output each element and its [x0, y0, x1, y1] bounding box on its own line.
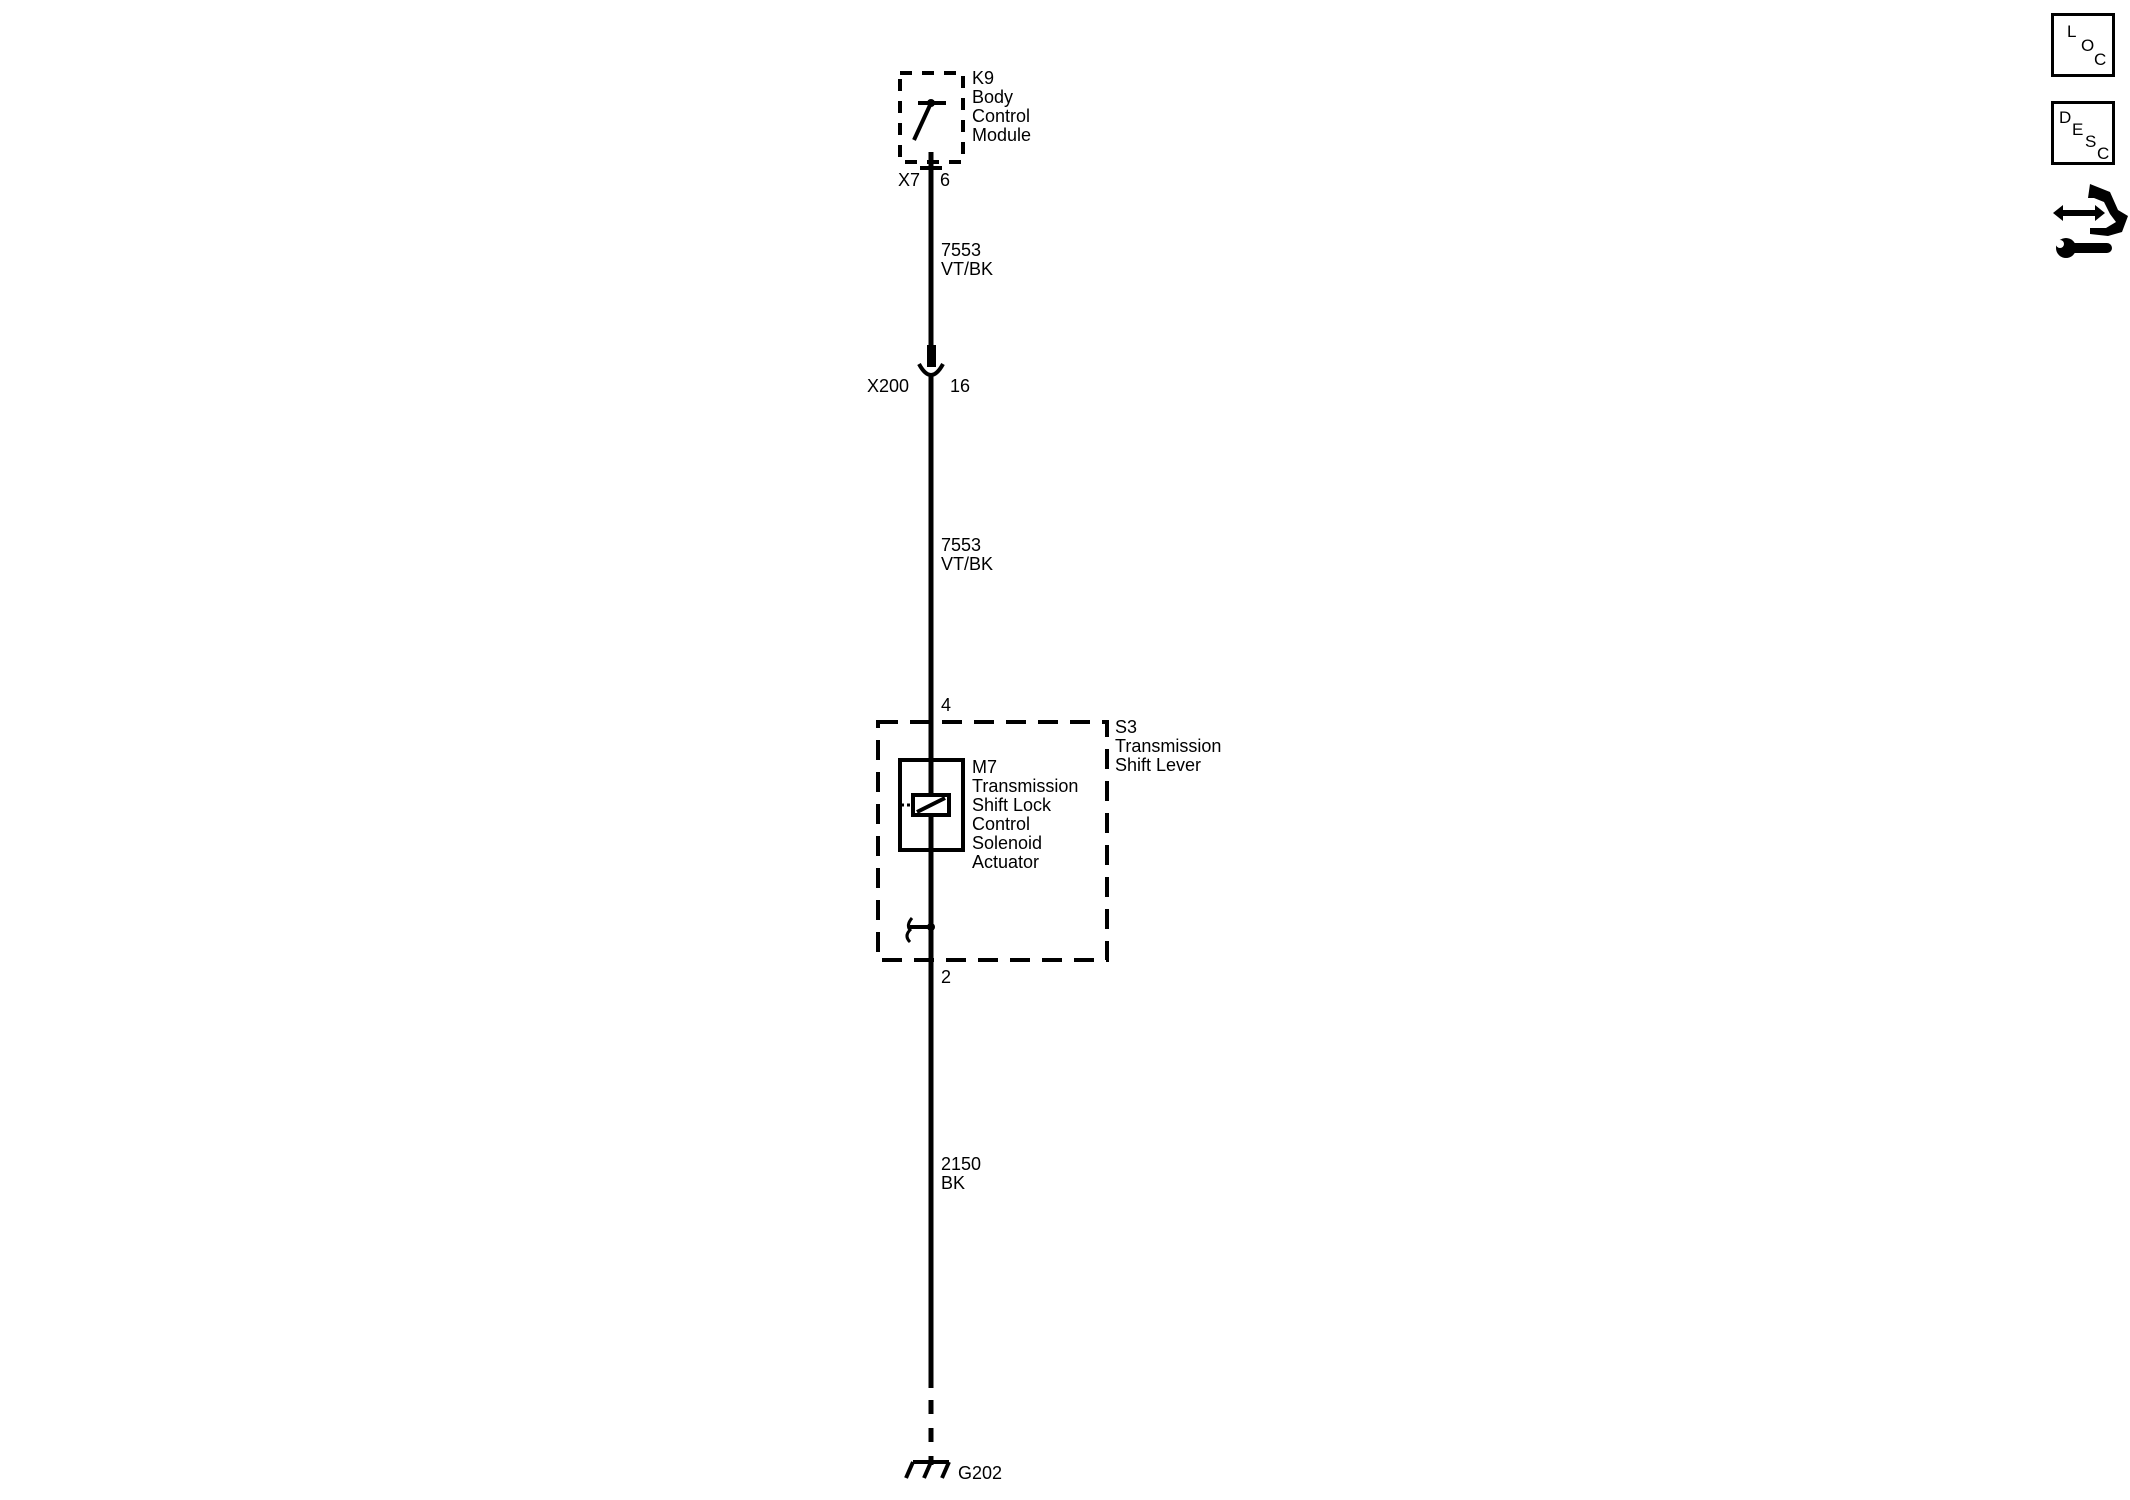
internal-splice-icon	[905, 917, 935, 944]
wire-3-color: BK	[941, 1173, 965, 1193]
wire-3-circuit: 2150	[941, 1154, 981, 1174]
loc-letter-c: C	[2094, 50, 2107, 69]
service-tool-icon[interactable]	[2050, 180, 2130, 270]
m7-name-line4: Solenoid	[972, 833, 1042, 853]
k9-connector: X7	[898, 170, 920, 190]
solenoid-coil-icon	[901, 793, 951, 817]
wire-1-circuit: 7553	[941, 240, 981, 260]
k9-switch-icon	[912, 99, 946, 141]
k9-pin: 6	[940, 170, 950, 190]
s3-pin-top: 4	[941, 695, 951, 715]
s3-name-line1: Transmission	[1115, 736, 1221, 756]
m7-name-line5: Actuator	[972, 852, 1039, 872]
wire-2-circuit: 7553	[941, 535, 981, 555]
m7-name-line3: Control	[972, 814, 1030, 834]
k9-name-line1: Body	[972, 87, 1013, 107]
g202-id: G202	[958, 1463, 1002, 1483]
k9-id: K9	[972, 68, 994, 88]
k9-name-line2: Control	[972, 106, 1030, 126]
s3-id: S3	[1115, 717, 1137, 737]
s3-pin-bottom: 2	[941, 967, 951, 987]
ground-icon	[904, 1460, 951, 1479]
wire-2-color: VT/BK	[941, 554, 993, 574]
s3-name-line2: Shift Lever	[1115, 755, 1201, 775]
m7-id: M7	[972, 757, 997, 777]
k9-module-outline	[898, 71, 965, 164]
m7-name-line1: Transmission	[972, 776, 1078, 796]
location-button[interactable]: L O C	[2051, 13, 2115, 77]
desc-letter-c: C	[2097, 144, 2110, 163]
k9-name-line3: Module	[972, 125, 1031, 145]
loc-letter-l: L	[2067, 22, 2077, 41]
loc-letter-o: O	[2081, 36, 2095, 55]
desc-letter-e: E	[2072, 120, 2084, 139]
x200-pin: 16	[950, 376, 970, 396]
description-button[interactable]: D E S C	[2051, 101, 2115, 165]
s3-shift-lever-outline	[876, 720, 1109, 962]
desc-letter-s: S	[2085, 132, 2097, 151]
desc-letter-d: D	[2059, 108, 2072, 127]
x200-id: X200	[867, 376, 909, 396]
m7-name-line2: Shift Lock	[972, 795, 1052, 815]
wire-1-color: VT/BK	[941, 259, 993, 279]
